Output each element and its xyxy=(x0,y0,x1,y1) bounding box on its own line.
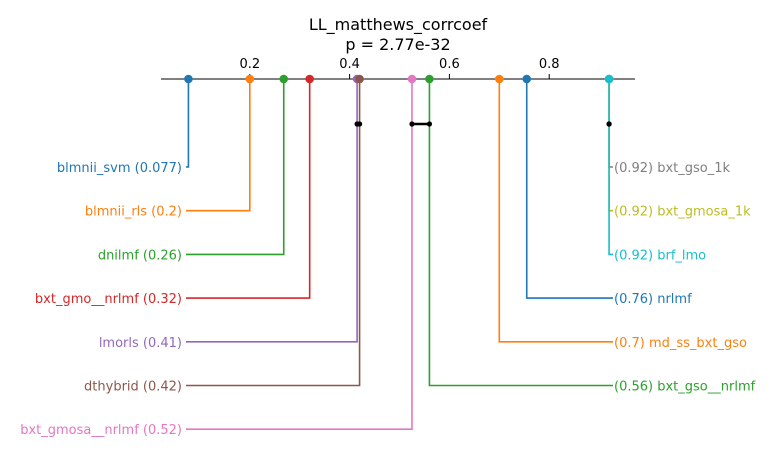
method-line xyxy=(608,79,613,256)
method-marker xyxy=(495,74,504,84)
method-marker xyxy=(522,74,532,84)
method-label: (0.92) bxt_gso_1k xyxy=(614,161,731,176)
axis: 0.2 0.4 0.6 0.8 xyxy=(161,57,635,80)
method-label: (0.92) brf_lmo xyxy=(614,248,706,263)
method-marker xyxy=(245,74,255,84)
method-lines xyxy=(186,79,613,431)
method-line xyxy=(186,79,413,431)
method-marker xyxy=(184,74,193,84)
method-label: (0.76) nrlmf xyxy=(614,292,692,307)
tick-label: 0.4 xyxy=(339,57,360,72)
tick-label: 0.2 xyxy=(239,57,260,72)
method-label: bxt_gmosa__nrlmf (0.52) xyxy=(20,423,182,438)
method-marker xyxy=(279,74,289,84)
method-line xyxy=(186,79,190,168)
method-marker xyxy=(425,74,434,84)
clique-endpoint xyxy=(606,121,612,127)
chart-title: LL_matthews_corrcoef xyxy=(309,15,488,35)
method-label: blmnii_rls (0.2) xyxy=(85,205,182,220)
method-line xyxy=(186,79,358,343)
method-marker xyxy=(355,74,364,84)
method-marker xyxy=(305,74,314,84)
method-marker xyxy=(604,74,614,84)
method-label: (0.7) md_ss_bxt_gso xyxy=(614,336,747,351)
method-label: (0.56) bxt_gso__nrlmf xyxy=(614,380,756,395)
method-line xyxy=(186,79,285,256)
method-markers xyxy=(184,74,614,84)
method-line xyxy=(186,79,311,299)
chart-subtitle: p = 2.77e-32 xyxy=(345,35,450,54)
method-line xyxy=(498,79,613,343)
method-marker xyxy=(407,74,417,84)
method-line xyxy=(186,79,251,212)
method-label: blmnii_svm (0.077) xyxy=(57,161,182,176)
clique-endpoint xyxy=(356,121,363,127)
method-line xyxy=(525,79,613,299)
tick-label: 0.6 xyxy=(439,57,460,72)
clique-endpoint xyxy=(409,121,415,127)
method-label: (0.92) bxt_gmosa_1k xyxy=(614,205,751,220)
method-label: bxt_gmo__nrlmf (0.32) xyxy=(35,292,182,307)
method-label: lmorls (0.41) xyxy=(99,336,182,351)
method-labels: blmnii_svm (0.077) blmnii_rls (0.2) dnilmf… xyxy=(20,161,755,438)
clique-endpoint xyxy=(426,121,433,127)
method-line xyxy=(186,79,361,387)
method-label: dnilmf (0.26) xyxy=(98,248,182,263)
tick-label: 0.8 xyxy=(539,57,560,72)
method-line xyxy=(428,79,613,387)
clique-bars xyxy=(354,121,612,127)
method-label: dthybrid (0.42) xyxy=(84,380,182,395)
